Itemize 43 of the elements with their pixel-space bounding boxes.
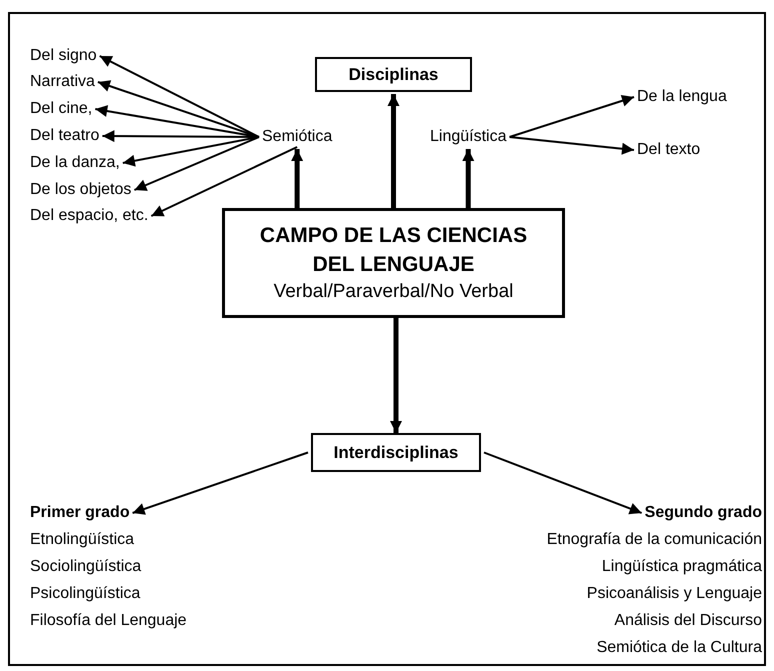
process-box: [222, 208, 565, 318]
list-item: Etnografía de la comunicación: [546, 530, 762, 550]
arrow: [134, 136, 260, 191]
arrow: [388, 94, 400, 208]
process-box: [311, 433, 481, 472]
text-label: Del texto: [637, 140, 700, 160]
arrow: [291, 149, 304, 208]
text-label: Del teatro: [30, 126, 100, 146]
box-label: Verbal/Paraverbal/No Verbal: [274, 280, 514, 304]
heading-text: Primer grado: [30, 503, 130, 523]
text-label: Del cine,: [30, 99, 92, 119]
list-item: Filosofía del Lenguaje: [30, 611, 187, 631]
list-item: Sociolingüística: [30, 557, 142, 577]
box-label: Disciplinas: [348, 64, 438, 84]
text-label: Semiótica: [262, 127, 332, 147]
arrow: [509, 94, 634, 138]
arrow: [132, 452, 308, 515]
text-label: Del signo: [30, 46, 97, 66]
arrow: [98, 80, 260, 138]
text-label: Narrativa: [30, 72, 95, 92]
text-label: Del espacio, etc.: [30, 206, 148, 226]
list-item: Semiótica de la Cultura: [596, 638, 762, 658]
list-item: Psicolingüística: [30, 584, 140, 604]
arrow: [390, 318, 402, 433]
box-label: Interdisciplinas: [334, 442, 458, 462]
heading-text: Segundo grado: [644, 503, 762, 523]
text-label: De la lengua: [637, 87, 727, 107]
arrow: [122, 136, 260, 167]
arrow: [99, 55, 260, 138]
text-label: De la danza,: [30, 153, 120, 173]
process-box: [315, 57, 472, 92]
list-item: Etnolingüística: [30, 530, 134, 550]
text-label: De los objetos: [30, 180, 132, 200]
box-label: CAMPO DE LAS CIENCIAS DEL LENGUAJE: [258, 223, 528, 278]
list-item: Psicoanálisis y Lenguaje: [586, 584, 762, 604]
list-item: Análisis del Discurso: [614, 611, 762, 631]
arrow: [150, 146, 298, 217]
arrow: [509, 136, 634, 155]
arrow: [462, 149, 474, 208]
list-item: Lingüística pragmática: [602, 557, 762, 577]
text-label: Lingüística: [430, 127, 506, 147]
arrow: [484, 452, 642, 514]
arrow: [95, 105, 260, 138]
